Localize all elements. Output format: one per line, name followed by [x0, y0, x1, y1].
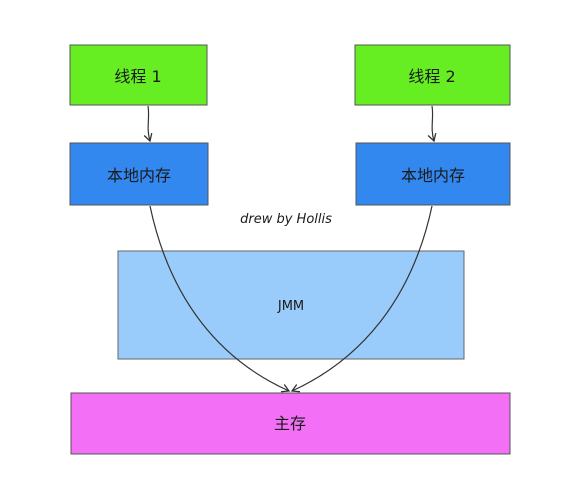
thread-1-label: 线程 1: [114, 67, 161, 86]
thread-2-node: 线程 2: [354, 44, 511, 106]
local-memory-2-label: 本地内存: [401, 166, 465, 185]
local-memory-1-node: 本地内存: [69, 142, 209, 206]
arrow-thread2-to-local2: [427, 105, 437, 143]
local-memory-1-label: 本地内存: [107, 166, 171, 185]
credit-text: drew by Hollis: [240, 212, 332, 227]
arrow-local2-to-main: [290, 205, 433, 393]
arrow-thread1-to-local1: [143, 105, 153, 143]
arrow-local1-to-main: [149, 205, 291, 393]
local-memory-2-node: 本地内存: [355, 142, 511, 206]
thread-2-label: 线程 2: [408, 67, 455, 86]
main-memory-label: 主存: [274, 414, 306, 433]
jmm-label: JMM: [277, 299, 304, 314]
main-memory-node: 主存: [70, 392, 511, 455]
jmm-node: JMM: [117, 250, 465, 360]
thread-1-node: 线程 1: [69, 44, 208, 106]
